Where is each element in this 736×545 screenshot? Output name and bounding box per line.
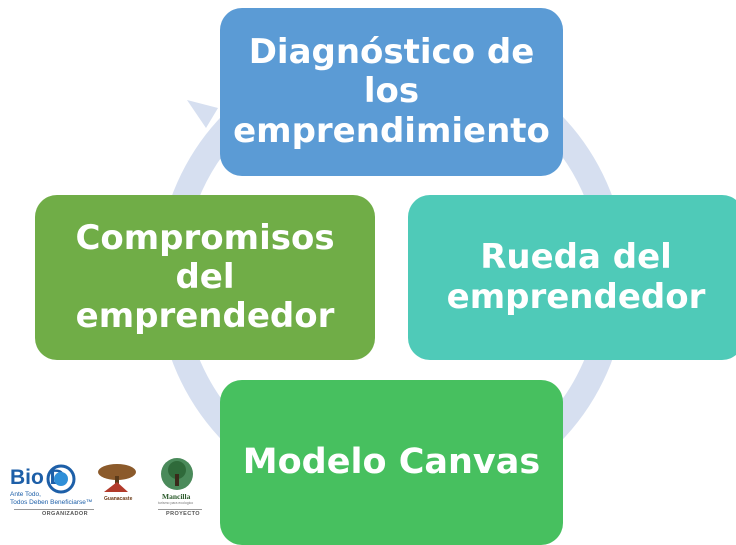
biod-tagline: Ante Todo, Todos Deben Beneficiarse™ bbox=[10, 491, 93, 506]
project-divider bbox=[158, 509, 202, 510]
step-compromisos: Compromisos del emprendedor bbox=[35, 195, 375, 360]
guanacaste-tree-icon bbox=[98, 464, 136, 492]
step-rueda-label: Rueda del emprendedor bbox=[446, 237, 706, 317]
guanacaste-name: Guanacaste bbox=[104, 496, 133, 502]
cycle-arrowhead bbox=[187, 100, 218, 128]
step-modelo-canvas: Modelo Canvas bbox=[220, 380, 563, 545]
sponsor-logos: Bio D Ante Todo, Todos Deben Beneficiars… bbox=[8, 456, 208, 526]
step-compromisos-label: Compromisos del emprendedor bbox=[75, 217, 335, 337]
mancilla-name: Mancilla bbox=[162, 492, 191, 501]
step-diagnostico: Diagnóstico de los emprendimiento bbox=[220, 8, 563, 176]
step-rueda: Rueda del emprendedor bbox=[408, 195, 736, 360]
project-label: PROYECTO bbox=[166, 511, 200, 517]
mancilla-tree-icon bbox=[161, 458, 193, 490]
mancilla-tagline: turismo para ecologico bbox=[158, 501, 194, 505]
step-modelo-canvas-label: Modelo Canvas bbox=[242, 442, 541, 483]
organizer-divider bbox=[14, 509, 94, 510]
step-diagnostico-label: Diagnóstico de los emprendimiento bbox=[233, 32, 550, 151]
biod-logo-icon bbox=[46, 464, 76, 494]
organizer-label: ORGANIZADOR bbox=[42, 511, 88, 517]
